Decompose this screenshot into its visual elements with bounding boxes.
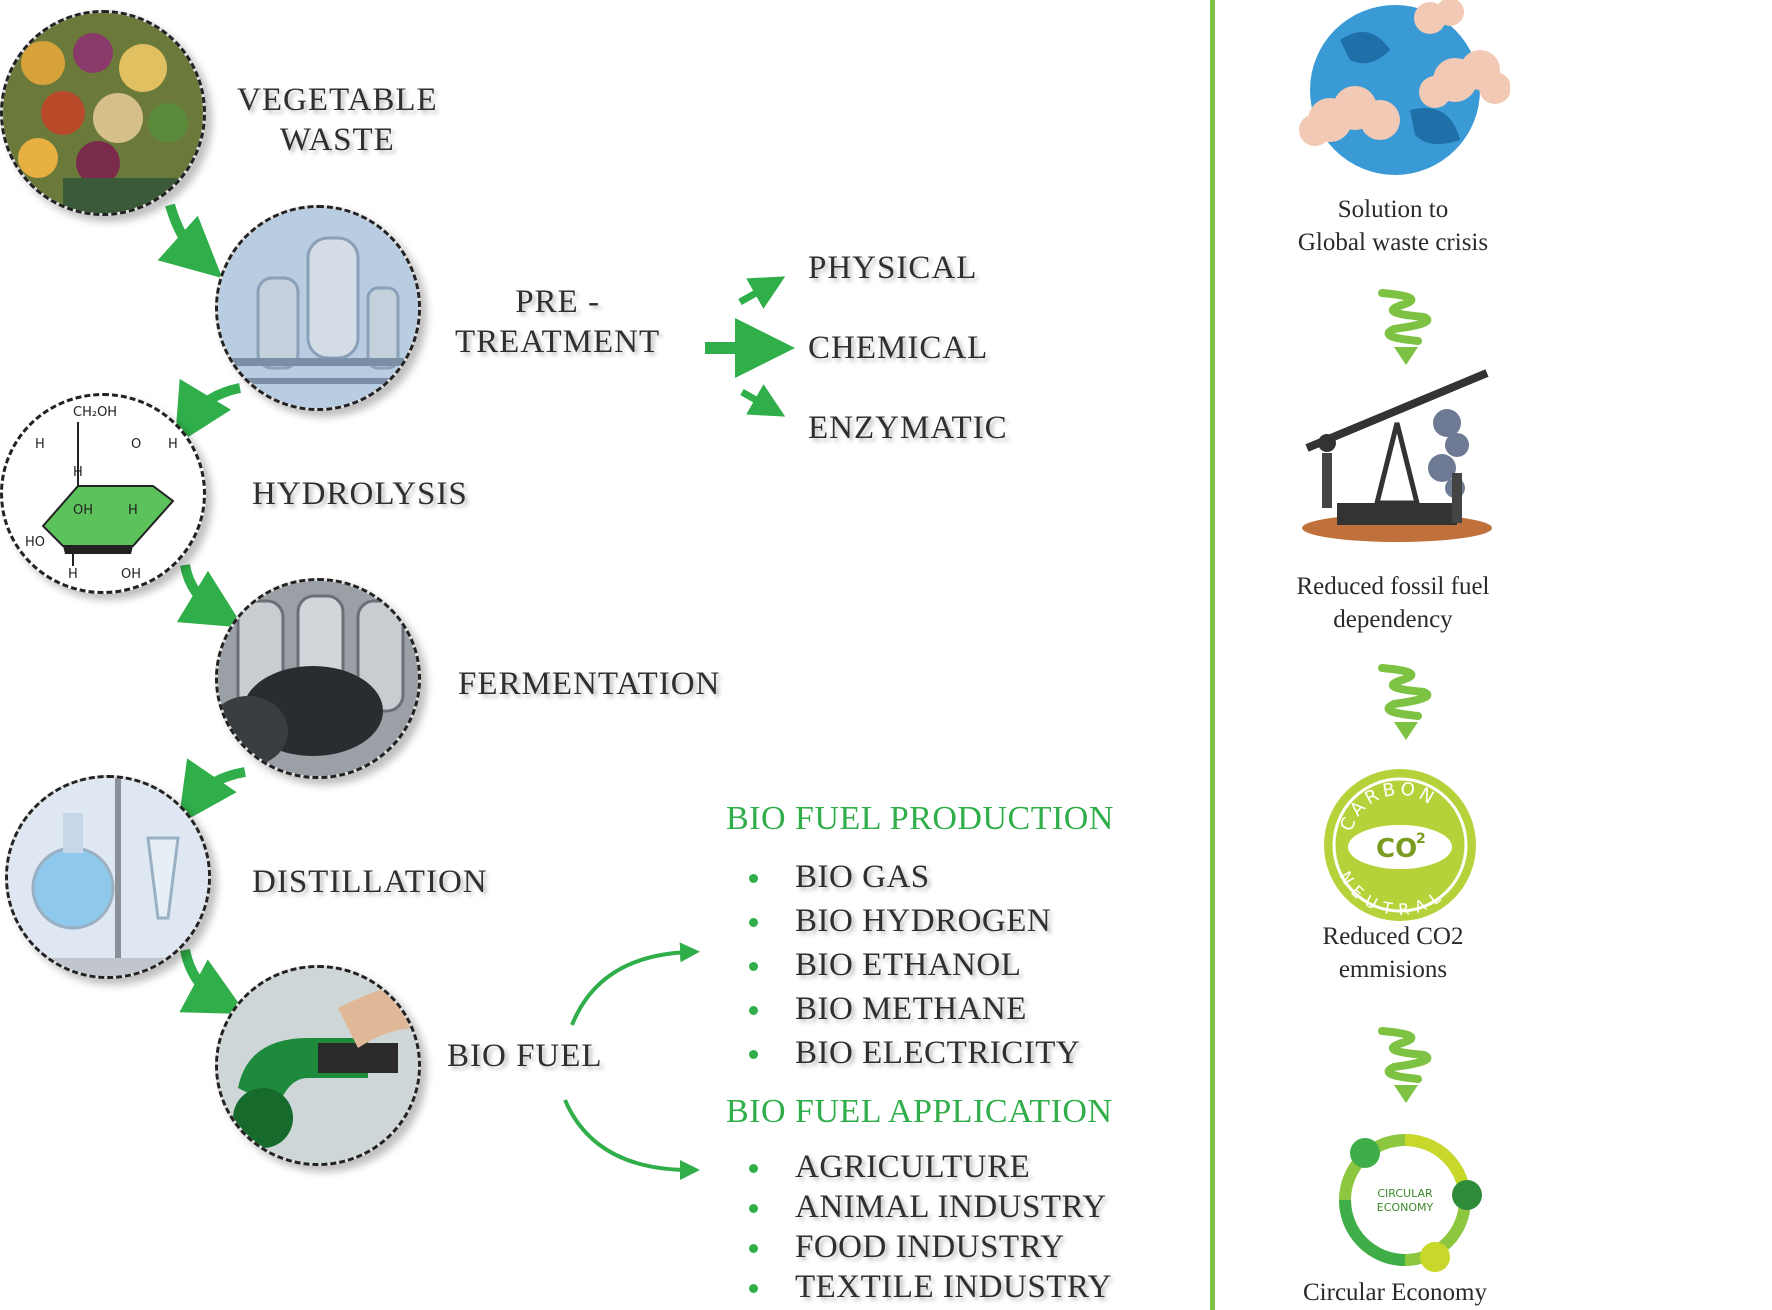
biofuel-arrow-application (563, 1099, 700, 1180)
pretreatment-arrow-enzymatic (740, 384, 786, 417)
pretreatment-plant-image (215, 205, 421, 411)
application-item: TEXTILE INDUSTRY (735, 1267, 1112, 1307)
glucose-label-oh-mid: OH (73, 503, 93, 518)
fermentation-tanks-image (215, 578, 421, 779)
circular-economy-label-2: ECONOMY (1377, 1201, 1434, 1214)
method-chemical: CHEMICAL (808, 330, 989, 366)
production-item: BIO ELECTRICITY (735, 1031, 1080, 1075)
step-fermentation: FERMENTATION (458, 666, 721, 702)
carbon-neutral-badge-icon: CARBON NEUTRAL CO 2 (1324, 769, 1476, 921)
application-item: ANIMAL INDUSTRY (735, 1187, 1112, 1227)
production-item: BIO HYDROGEN (735, 899, 1080, 943)
globe-cloud-icon (1299, 0, 1510, 175)
glucose-label-h-left: H (35, 437, 45, 452)
vegetable-waste-image (0, 10, 206, 216)
production-item: BIO GAS (735, 855, 1080, 899)
application-item: AGRICULTURE (735, 1147, 1112, 1187)
swirl-down-arrow-icon (1378, 289, 1432, 365)
glucose-label-o: O (131, 437, 141, 452)
step-distillation: DISTILLATION (252, 864, 488, 900)
vertical-divider (1210, 0, 1215, 1310)
step-pretreatment: PRE -TREATMENT (455, 284, 661, 360)
glucose-label-h-mid: H (128, 503, 138, 518)
swirl-down-arrow-icon (1378, 1027, 1432, 1103)
application-list: AGRICULTURE ANIMAL INDUSTRY FOOD INDUSTR… (735, 1147, 1112, 1307)
production-title: BIO FUEL PRODUCTION (726, 800, 1114, 837)
production-item: BIO ETHANOL (735, 943, 1080, 987)
step-biofuel: BIO FUEL (447, 1038, 603, 1074)
flow-arrow-3 (176, 563, 244, 628)
benefit-circular-economy: Circular Economy (1303, 1279, 1487, 1306)
glucose-label-ho: HO (25, 535, 45, 550)
biofuel-nozzle-image (215, 965, 421, 1166)
circular-economy-icon: CIRCULAR ECONOMY (1339, 1134, 1482, 1272)
biofuel-arrow-production (570, 942, 700, 1026)
flow-arrow-5 (179, 948, 247, 1015)
glucose-label-ch2oh: CH₂OH (73, 405, 117, 420)
step-hydrolysis: HYDROLYSIS (252, 476, 468, 512)
badge-co2-sup: 2 (1416, 831, 1426, 847)
badge-co2-text: CO (1376, 834, 1417, 864)
swirl-down-arrow-icon (1378, 664, 1432, 740)
oil-pump-icon (1302, 369, 1492, 542)
production-item: BIO METHANE (735, 987, 1080, 1031)
circular-economy-label-1: CIRCULAR (1377, 1187, 1433, 1200)
method-physical: PHYSICAL (808, 250, 978, 286)
distillation-apparatus-image (5, 775, 211, 979)
application-item: FOOD INDUSTRY (735, 1227, 1112, 1267)
flow-arrow-4 (178, 758, 246, 825)
flow-arrow-1 (157, 203, 223, 279)
method-enzymatic: ENZYMATIC (808, 410, 1008, 446)
flow-arrow-2 (174, 378, 242, 446)
glucose-label-h-right: H (168, 437, 178, 452)
application-title: BIO FUEL APPLICATION (726, 1093, 1113, 1130)
glucose-molecule-image: CH₂OH O H H H OH H HO H OH (0, 393, 206, 594)
glucose-label-h-bottom: H (68, 567, 78, 582)
glucose-label-h-inner: H (73, 465, 83, 480)
pretreatment-arrow-physical (738, 276, 786, 309)
production-list: BIO GAS BIO HYDROGEN BIO ETHANOL BIO MET… (735, 855, 1080, 1075)
glucose-label-oh-bottom: OH (121, 567, 141, 582)
